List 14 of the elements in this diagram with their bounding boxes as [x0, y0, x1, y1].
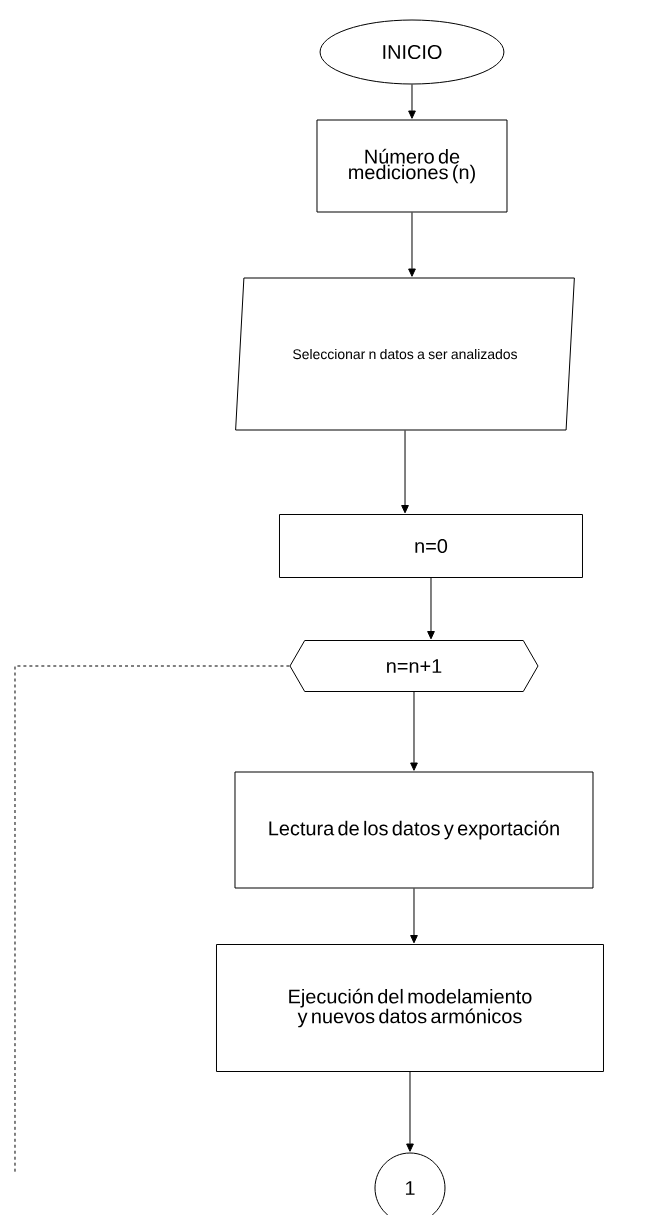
arrow [406, 1071, 414, 1152]
arrow [427, 577, 435, 640]
loop-hexagon: n=n+1 [289, 640, 539, 692]
arrow [401, 430, 409, 514]
arrow [410, 888, 418, 944]
process-box: Ejecución del modelamiento y nuevos datos armónicos [216, 944, 604, 1072]
process-box: n=0 [279, 514, 583, 578]
arrow [410, 691, 418, 771]
process-box: Número de mediciones (n) [316, 119, 508, 213]
arrow [408, 84, 416, 119]
arrow [408, 212, 416, 277]
input-parallelogram: Seleccionar n datos a ser analizados [235, 277, 575, 431]
process-box: Lectura de los datos y exportación [234, 771, 594, 889]
dashed-line [14, 665, 290, 1173]
